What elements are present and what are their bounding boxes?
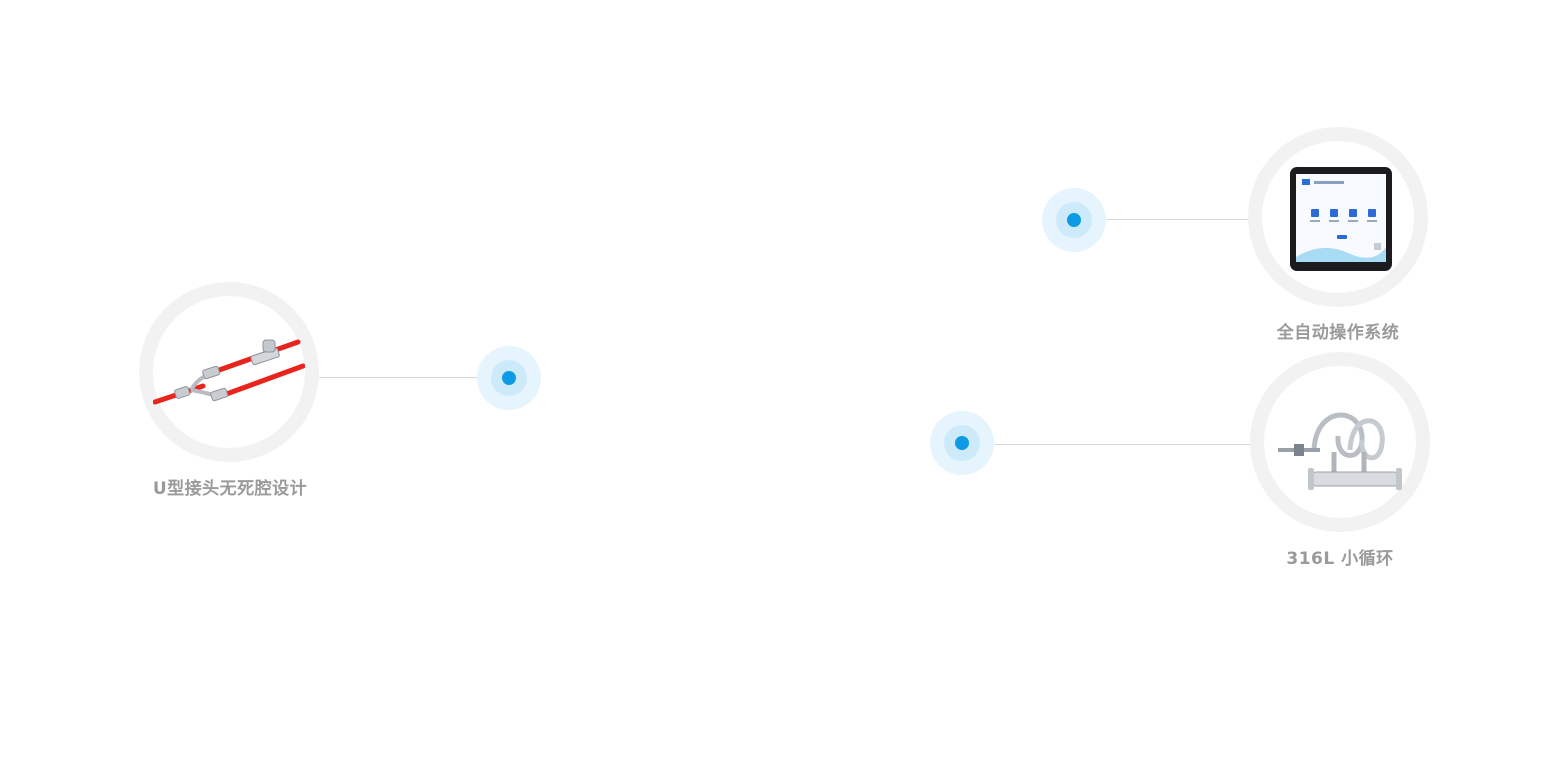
connector-line [1090, 219, 1262, 220]
hotspot-auto-system[interactable] [1042, 188, 1106, 252]
feature-label: 全自动操作系统 [1276, 323, 1400, 343]
connector-line [319, 377, 541, 378]
feature-image-ring [1250, 352, 1430, 532]
hotspot-dot [955, 436, 969, 450]
touchscreen-panel-icon [1290, 167, 1392, 271]
red-tubing-u-joint-icon [153, 339, 305, 405]
hotspot-dot [502, 371, 516, 385]
feature-label: 316L 小循环 [1286, 549, 1394, 569]
feature-label: U型接头无死腔设计 [152, 479, 308, 499]
hotspot-loop[interactable] [930, 411, 994, 475]
stainless-loop-pipe-icon [1278, 412, 1402, 490]
hotspot-u-joint[interactable] [477, 346, 541, 410]
hotspot-dot [1067, 213, 1081, 227]
feature-image-ring [1248, 127, 1428, 307]
feature-image-ring [139, 282, 319, 462]
connector-line [978, 444, 1264, 445]
